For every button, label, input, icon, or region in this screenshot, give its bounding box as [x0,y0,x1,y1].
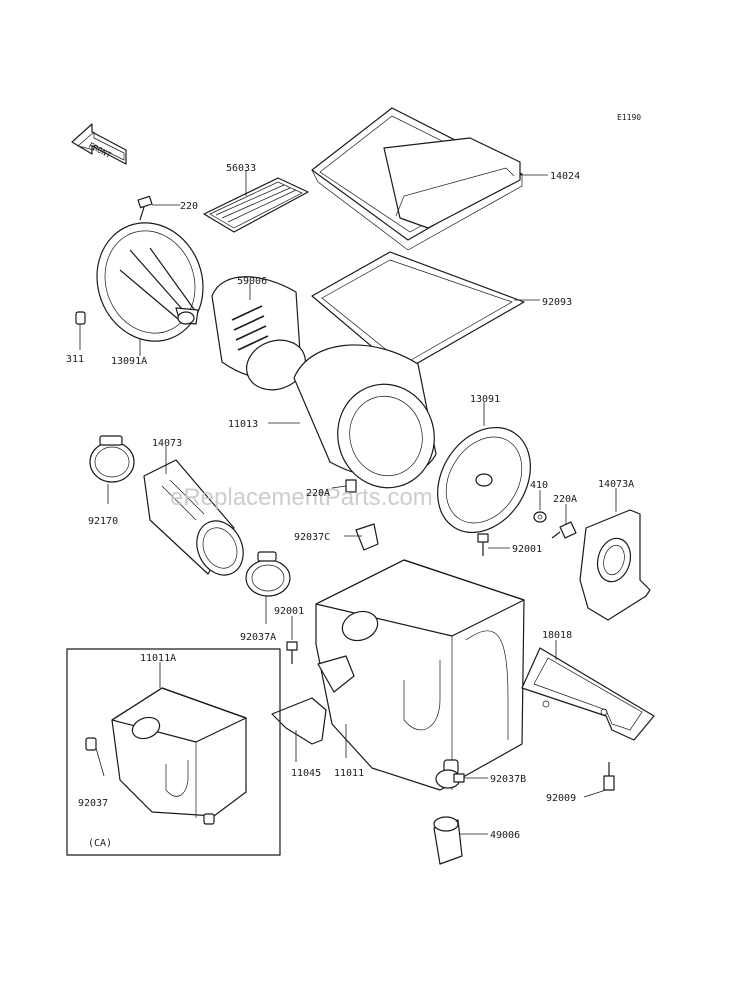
part-14024-air-box-cover [311,107,523,251]
part-14073-intake-duct [143,459,244,576]
part-49006-drain-tube [433,816,463,865]
part-56033-foam-pad [203,177,309,233]
part-311-nut [75,311,86,325]
part-labels: 14024 56033 220 59006 92093 311 13091A 1… [66,163,634,849]
label-311: 311 [66,354,84,365]
label-13091: 13091 [470,394,500,405]
part-92001-bolt-left [286,641,298,664]
label-14073: 14073 [152,438,182,449]
label-92037c: 92037C [294,532,330,543]
label-11045: 11045 [291,768,321,779]
part-11013-air-filter-element [293,344,437,489]
part-92170-clamp [89,435,135,483]
label-220a-center: 220A [306,488,330,499]
part-410-washer [533,511,547,523]
label-11011a: 11011A [140,653,176,664]
label-92093: 92093 [542,297,572,308]
label-92001-right: 92001 [512,544,542,555]
label-56033: 56033 [226,163,256,174]
label-11011: 11011 [334,768,364,779]
diagram-code: E1190 [617,113,641,122]
label-92037b: 92037B [490,774,526,785]
part-92037a-clamp [245,551,291,597]
part-220a-screw [551,521,577,539]
label-14024: 14024 [550,171,580,182]
watermark-text: eReplacementParts.com [170,484,433,511]
part-13091-element-plate [437,426,531,534]
label-220: 220 [180,201,198,212]
label-92037-ca: 92037 [78,798,108,809]
part-92009-screw [603,762,615,791]
part-13091a-element-holder [96,222,204,342]
part-14073a-duct [579,509,651,621]
label-ca-variant: (CA) [88,838,112,849]
front-arrow-icon: FRONT [71,123,127,165]
part-18018-plate [521,647,655,741]
label-14073a: 14073A [598,479,634,490]
label-59006: 59006 [237,276,267,287]
label-13091a: 13091A [111,356,147,367]
label-49006: 49006 [490,830,520,841]
part-59006-inner-element [211,276,306,391]
label-92170: 92170 [88,516,118,527]
part-220-screw [137,195,153,221]
leader-lines [79,170,617,835]
part-92001-bolt-right [477,533,489,556]
label-410: 410 [530,480,548,491]
label-11013: 11013 [228,419,258,430]
label-92037a: 92037A [240,632,276,643]
label-92009: 92009 [546,793,576,804]
part-92037c-clip [355,523,379,551]
part-92037b-clamp [435,769,465,789]
part-11045-bracket [271,655,355,745]
ca-variant-inset [66,648,281,856]
label-18018: 18018 [542,630,572,641]
label-92001-left: 92001 [274,606,304,617]
label-220a-screw: 220A [553,494,577,505]
